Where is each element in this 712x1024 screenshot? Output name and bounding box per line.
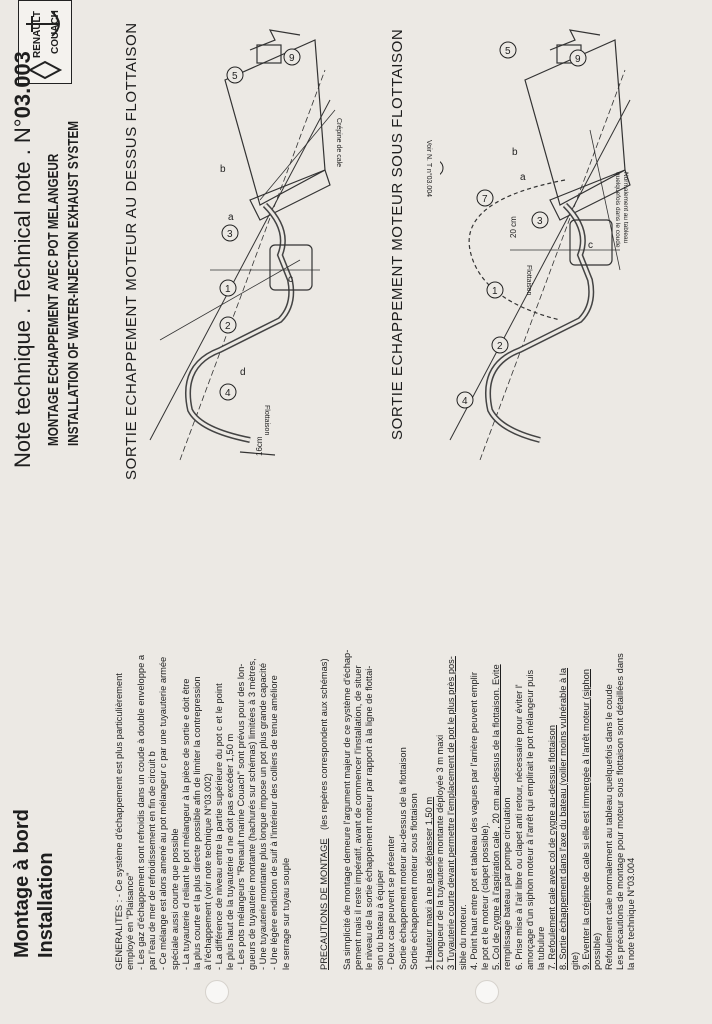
numbered-note-line: 2 Longueur de la tuyauterie montante dép…	[435, 734, 446, 970]
note-label: Note technique . Technical note . N°	[10, 118, 35, 468]
section-title-fr: Montage à bord	[11, 809, 33, 958]
numbered-note-line: 3 Tuyauterie courte devant permettre l'e…	[446, 656, 457, 970]
callout-5: 5	[505, 46, 511, 57]
numbered-note-line: 8. Sortie échappement dans l'axe du bate…	[558, 667, 569, 970]
numbered-note-line: sible du moteur.	[457, 904, 468, 970]
callout-9: 9	[575, 54, 581, 65]
footer-line: la note technique N°03.004	[626, 857, 637, 970]
callout-4: 4	[462, 396, 468, 407]
renault-couach-logo: RENAULT COUACH	[18, 0, 72, 84]
generalites-line: par l'eau de mer de refroidissement en f…	[147, 751, 158, 970]
generalites-line: - Ce mélange est alors amené au pot méla…	[158, 656, 169, 970]
binder-hole-bottom	[475, 980, 499, 1004]
logo-sub: COUACH	[50, 10, 61, 54]
precautions-line: Sortie échappement moteur au-dessus de l…	[397, 747, 408, 970]
numbered-note-line: 4. Point haut entre pot et tableau des v…	[468, 672, 479, 970]
precautions-line: Sa simplicité de montage demeure l'argum…	[342, 649, 352, 970]
page-title-fr: MONTAGE ECHAPPEMENT AVEC POT MELANGEUR	[45, 153, 62, 446]
callout-3: 3	[227, 229, 233, 240]
callout-4: 4	[225, 388, 231, 399]
callout-1: 1	[225, 284, 231, 295]
generalites-line: la plus courte et la plus directe possib…	[191, 676, 202, 970]
callout-2: 2	[497, 341, 503, 352]
generalites-line: à l'échappement (voir note technique N°0…	[202, 773, 213, 970]
precautions-heading: PRECAUTIONS DE MONTAGE	[319, 838, 329, 970]
generalites-line: spéciale aussi courte que possible	[169, 828, 180, 970]
diagram-bottom-caption: SORTIE ECHAPPEMENT MOTEUR SOUS FLOTTAISO…	[389, 28, 406, 440]
label-crepine-de-cale: Crépine de cale	[335, 118, 342, 168]
numbered-note-line: 7. Refoulement cale avec col de cygne au…	[547, 725, 558, 970]
numbered-note-line: amorçage d'un siphon moteur à l'arrêt qu…	[524, 669, 535, 970]
footer-line: Refoulement cale normalement au tableau …	[604, 684, 614, 970]
precautions-subheading: (les repères correspondent aux schémas)	[319, 658, 329, 830]
callout-9: 9	[289, 53, 295, 64]
numbered-note-line: la tubulure	[536, 926, 546, 970]
letter-d: d	[240, 367, 246, 378]
label-voir-nt: Voir N. T n°03.004	[425, 140, 432, 198]
precautions-line: Sortie échappement moteur sous flottaiso…	[408, 793, 419, 970]
numbered-note-line: le pot et le moteur (clapet possible).	[480, 822, 490, 970]
numbered-note-line: 6. Prise mise à l'air libre ou clapet an…	[513, 684, 524, 970]
label-flottaison-top: Flottaison	[263, 405, 270, 436]
label-normalement-1: Normalement au tableau	[622, 172, 629, 244]
letter-b: b	[220, 164, 226, 175]
precautions-line: son du bateau à équiper	[375, 869, 386, 970]
callout-1: 1	[492, 286, 498, 297]
callout-5: 5	[232, 71, 238, 82]
callout-7: 7	[482, 194, 488, 205]
generalites-line: le plus haut de la tuyauterie d ne doit …	[225, 733, 235, 970]
numbered-note-line: 1 Hauteur maxi à ne pas dépasser 1,50 m	[424, 796, 434, 970]
technical-note-number: Note technique . Technical note . N°03.0…	[10, 51, 35, 468]
generalites-line: GENERALITES : - Ce système d'échappement…	[114, 673, 124, 970]
diagram-exhaust-below-waterline: 1 2 3 4 5 6 7 8 9 a b c e	[440, 29, 631, 460]
numbered-note-line: remplissage bateau par pompe circulation	[502, 797, 513, 970]
generalites-line: - Une légère endiction de suif à l'intér…	[269, 675, 280, 970]
letter-a: a	[520, 172, 526, 183]
generalites-line: - Les pots mélangeurs "Renault marine Co…	[236, 663, 247, 970]
precautions-line: le niveau de la sortie échappement moteu…	[364, 665, 375, 970]
generalites-line: - Les gaz d'échappement sont refroidis d…	[136, 655, 147, 970]
generalites-line: - La tuyauterie d reliant le pot mélange…	[180, 678, 191, 970]
numbered-note-line: 9. Eventer la crépine de cale si elle es…	[580, 669, 591, 970]
diagram-top-caption: SORTIE ECHAPPEMENT MOTEUR AU DESSUS FLOT…	[123, 22, 140, 480]
diagram-exhaust-above-waterline: 1 2 3 4 5 9 a b c d e	[149, 29, 336, 465]
label-normalement-2: quelquefois dans le coude	[614, 172, 621, 248]
letter-a: a	[228, 212, 234, 223]
generalites-line: employé en "Plaisance"	[125, 872, 136, 970]
generalites-line: le serrage sur tuyau souple	[280, 857, 291, 970]
letter-e: e	[250, 464, 256, 465]
numbered-note-line: possible)	[592, 932, 602, 970]
callout-3: 3	[537, 216, 543, 227]
letter-c: c	[288, 274, 293, 285]
numbered-note-line: gite)	[569, 951, 580, 970]
label-20cm: 20 cm	[509, 216, 518, 238]
precautions-line: pement mais il reste impératif, avant de…	[353, 665, 364, 970]
precautions-line: - Deux cas peuvent se présenter	[386, 835, 397, 970]
footer-line: Les précautions de montage pour moteur s…	[615, 653, 626, 970]
generalites-line: - Une tuyauterie montante plus longue im…	[258, 663, 269, 970]
label-flottaison-bottom: Flottaison	[525, 265, 532, 296]
section-title-en: Installation	[35, 852, 57, 958]
note-number: 03.003	[10, 51, 35, 119]
letter-c: c	[588, 240, 593, 251]
callout-2: 2	[225, 321, 231, 332]
generalites-line: - La différence de niveau entre la parti…	[213, 683, 224, 970]
letter-b: b	[512, 147, 518, 158]
numbered-note-line: 5. Col de cygne à l'aspiration cale , 20…	[491, 664, 502, 970]
generalites-line: gueurs de tuyauterie montante (hachurés …	[247, 658, 258, 970]
page-title-en: INSTALLATION OF WATER-INJECTION EXHAUST …	[65, 120, 82, 447]
label-16cm: 16cm	[255, 436, 264, 456]
binder-hole-top	[205, 980, 229, 1004]
